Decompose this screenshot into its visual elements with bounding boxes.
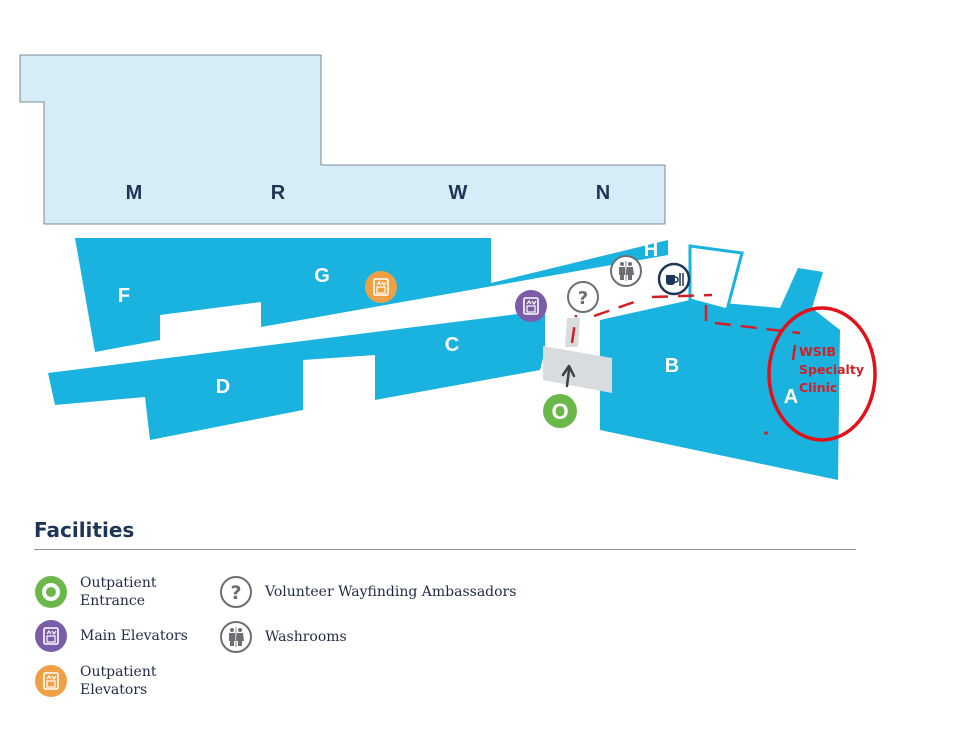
building-label-h: H xyxy=(644,239,658,261)
legend-label: Main Elevators xyxy=(80,628,188,644)
svg-text:?: ? xyxy=(578,288,588,309)
main-elevator-icon xyxy=(35,620,67,652)
building-label-n: N xyxy=(596,182,610,204)
building-label-g-left: G xyxy=(314,265,330,287)
building-label-w: W xyxy=(449,182,468,204)
building-label-c: C xyxy=(445,334,459,356)
washroom-icon[interactable] xyxy=(610,255,642,287)
clinic-callout-label: WSIB Specialty Clinic xyxy=(799,344,868,395)
building-label-r: R xyxy=(271,182,286,204)
legend-label: Volunteer Wayfinding Ambassadors xyxy=(265,584,517,600)
building-label-b: B xyxy=(665,355,679,377)
building-label-m: M xyxy=(126,182,143,204)
legend-item-washrooms: Washrooms xyxy=(219,620,347,654)
entrance-vestibule xyxy=(543,346,612,393)
legend-label: Outpatient Elevators xyxy=(80,664,157,698)
building-hab-shape xyxy=(600,268,840,480)
building-label-a: A xyxy=(784,386,798,408)
legend-item-outpatient-elevators: Outpatient Elevators xyxy=(34,663,156,699)
legend-item-outpatient-entrance: Outpatient Entrance xyxy=(34,574,156,610)
legend-label: Washrooms xyxy=(265,629,347,645)
building-label-g-right: G xyxy=(530,245,546,267)
facilities-divider xyxy=(34,549,856,550)
legend-label: Outpatient Entrance xyxy=(80,575,157,609)
entrance-arrow-icon xyxy=(561,364,576,388)
entrance-marker-letter: O xyxy=(551,399,568,424)
annex-outline xyxy=(688,244,744,312)
outpatient-entrance-icon xyxy=(35,576,67,608)
legend-item-volunteer-ambassadors: ? Volunteer Wayfinding Ambassadors xyxy=(219,575,516,609)
wing-mrwn-shape xyxy=(19,54,666,225)
outpatient-elevator-icon[interactable] xyxy=(365,271,397,303)
question-mark-icon: ? xyxy=(220,576,252,608)
main-elevator-icon[interactable] xyxy=(515,290,547,322)
facilities-heading: Facilities xyxy=(34,518,135,542)
outpatient-entrance-icon[interactable]: O xyxy=(543,394,577,428)
food-icon[interactable] xyxy=(657,262,691,296)
question-mark-icon[interactable]: ? xyxy=(567,281,599,313)
clinic-callout-line-3: Clinic xyxy=(799,380,837,395)
washroom-icon xyxy=(220,621,252,653)
clinic-callout-line-2: Specialty xyxy=(799,362,864,377)
clinic-destination-dot xyxy=(764,431,768,435)
clinic-callout-line-1: WSIB xyxy=(799,344,836,359)
route-to-clinic xyxy=(570,293,801,361)
svg-text:?: ? xyxy=(230,582,241,604)
building-dc-shape xyxy=(48,310,545,440)
legend-item-main-elevators: Main Elevators xyxy=(34,619,188,653)
outpatient-elevator-icon xyxy=(35,665,67,697)
building-label-d: D xyxy=(216,376,230,398)
clinic-callout-circle xyxy=(767,306,877,442)
building-label-f: F xyxy=(118,285,130,307)
